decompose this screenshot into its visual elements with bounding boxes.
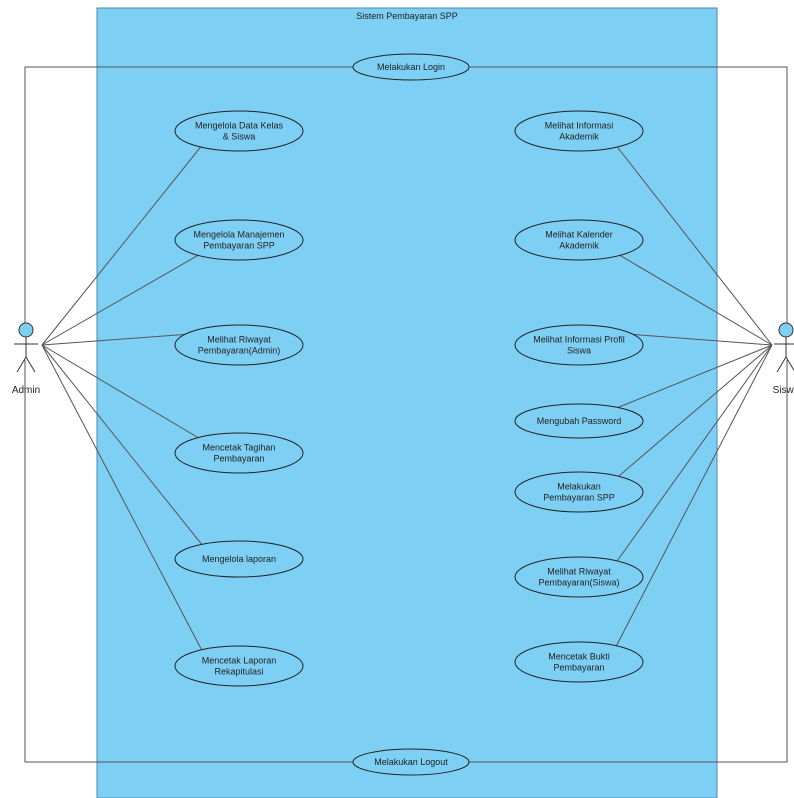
- association-siswa-profil: [614, 332, 773, 346]
- actor-admin: Admin: [12, 322, 40, 396]
- use-case-label: Pembayaran SPP: [543, 493, 615, 503]
- use-case-label: Mengubah Password: [537, 416, 622, 426]
- use-case-password: Mengubah Password: [514, 403, 644, 439]
- use-case-label: Pembayaran: [553, 663, 604, 673]
- use-case-label: Melihat Kalender: [545, 230, 613, 240]
- association-admin-kelola-manajemen: [41, 251, 205, 346]
- use-case-ellipse: [352, 53, 470, 81]
- use-case-label: Melihat Informasi Profil: [533, 335, 625, 345]
- association-siswa-riwayat-siswa: [613, 344, 773, 566]
- actors: Admin Siswa: [12, 322, 794, 396]
- use-case-kelola-laporan: Mengelola laporan: [174, 540, 304, 578]
- use-case-ellipse: [514, 219, 644, 261]
- use-case-ellipse: [174, 432, 304, 474]
- association-admin-login: [24, 66, 353, 330]
- association-siswa-kalender: [613, 251, 773, 346]
- use-case-label: Mengelola Data Kelas: [195, 121, 284, 131]
- association-siswa-bukti: [613, 344, 773, 651]
- use-case-label: Akademik: [559, 241, 599, 251]
- use-case-label: Melihat Riwayat: [207, 335, 271, 345]
- use-case-label: Pembayaran(Siswa): [538, 578, 619, 588]
- use-case-ellipse: [514, 471, 644, 513]
- use-case-kelola-kelas: Mengelola Data Kelas& Siswa: [174, 110, 304, 152]
- use-case-label: Akademik: [559, 132, 599, 142]
- association-admin-kelola-laporan: [41, 344, 205, 548]
- use-case-label: Siswa: [567, 346, 591, 356]
- use-case-label: Pembayaran: [213, 454, 264, 464]
- actor-right-leg: [25, 356, 36, 373]
- use-case-label: Melakukan: [557, 482, 601, 492]
- association-siswa-bayar: [613, 344, 773, 481]
- use-case-ellipse: [514, 110, 644, 152]
- use-case-ellipse: [174, 324, 304, 366]
- use-case-ellipse: [174, 110, 304, 152]
- use-case-label: Pembayaran(Admin): [198, 346, 281, 356]
- use-case-label: Melihat Informasi: [545, 121, 614, 131]
- use-case-label: & Siswa: [223, 132, 256, 142]
- use-case-label: Mengelola Manajemen: [193, 230, 284, 240]
- use-case-ellipse: [174, 540, 304, 578]
- association-lines: [24, 66, 788, 763]
- actor-left-leg: [776, 356, 787, 373]
- association-admin-kelola-kelas: [41, 142, 205, 346]
- actor-head-icon: [18, 322, 34, 338]
- association-admin-cetak-tagihan: [41, 344, 205, 442]
- actor-label: Admin: [12, 385, 40, 396]
- use-case-logout: Melakukan Logout: [352, 748, 470, 776]
- use-case-ellipse: [514, 556, 644, 598]
- use-case-label: Pembayaran SPP: [203, 241, 275, 251]
- use-case-label: Rekapitulasi: [214, 667, 263, 677]
- actor-label: Siswa: [773, 385, 794, 396]
- association-siswa-logout: [469, 360, 788, 763]
- actor-siswa: Siswa: [773, 322, 794, 396]
- use-case-label: Melakukan Login: [377, 62, 445, 72]
- use-case-ellipse: [174, 219, 304, 261]
- use-case-label: Mencetak Bukti: [548, 652, 610, 662]
- use-case-label: Melakukan Logout: [374, 757, 448, 767]
- use-case-label: Mencetak Tagihan: [203, 443, 276, 453]
- system-title: Sistem Pembayaran SPP: [356, 11, 458, 21]
- use-case-label: Mengelola laporan: [202, 554, 276, 564]
- use-case-label: Melihat Riwayat: [547, 567, 611, 577]
- association-siswa-info-akademik: [613, 142, 773, 346]
- use-case-login: Melakukan Login: [352, 53, 470, 81]
- use-case-ellipse: [352, 748, 470, 776]
- association-admin-logout: [24, 360, 353, 763]
- use-case-ellipse: [174, 645, 304, 687]
- use-case-label: Mencetak Laporan: [202, 656, 277, 666]
- association-siswa-login: [469, 66, 788, 330]
- association-admin-riwayat-admin: [41, 332, 204, 346]
- actor-left-leg: [16, 356, 27, 373]
- use-case-ellipse: [514, 403, 644, 439]
- actor-head-icon: [778, 322, 794, 338]
- use-case-ellipse: [514, 324, 644, 366]
- association-admin-cetak-rekap: [41, 344, 205, 655]
- use-case-ellipse: [514, 641, 644, 683]
- association-siswa-password: [614, 344, 773, 410]
